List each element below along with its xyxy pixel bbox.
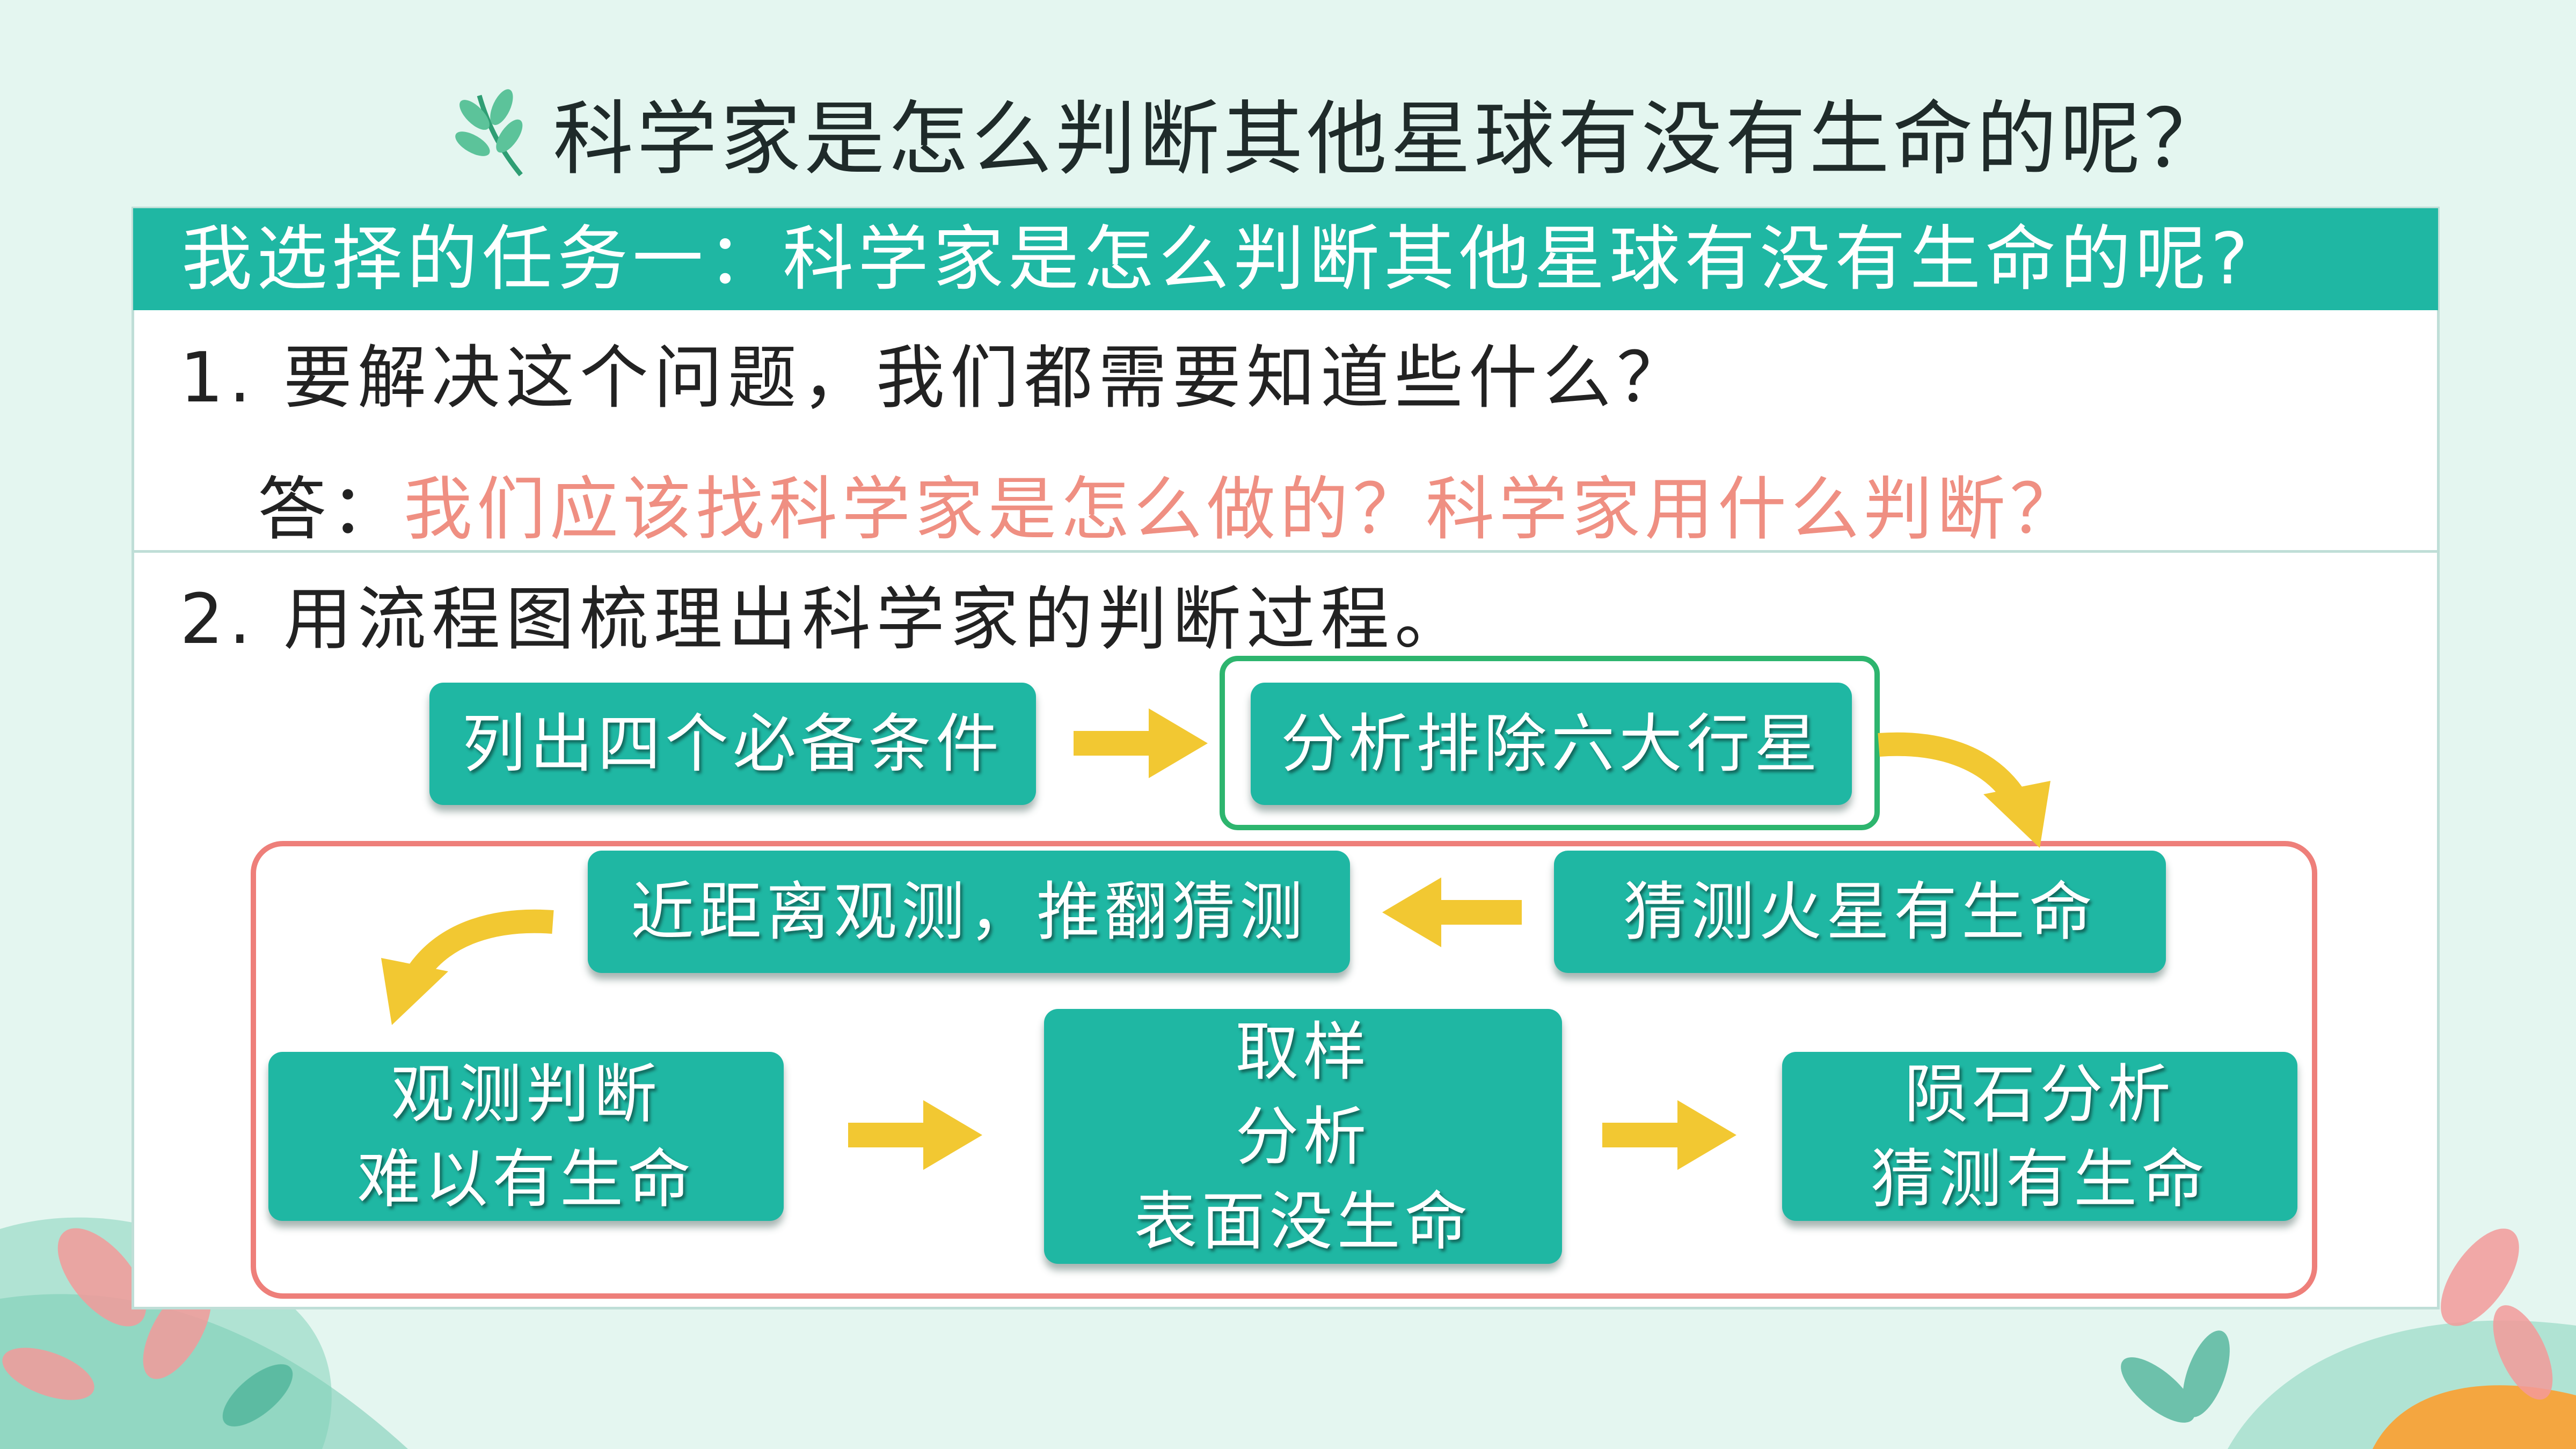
flow-step-4: 近距离观测，推翻猜测 (588, 851, 1350, 973)
arrow-left-icon (1382, 877, 1522, 947)
flow-step-7-line-2: 猜测有生命 (1870, 1141, 2209, 1216)
flow-step-6-line-2: 分析 (1235, 1099, 1371, 1174)
flow-step-2: 分析排除六大行星 (1251, 683, 1852, 805)
flow-step-6: 取样 分析 表面没生命 (1044, 1009, 1562, 1264)
flow-step-3: 猜测火星有生命 (1554, 851, 2166, 973)
flow-step-5-line-2: 难以有生命 (356, 1141, 695, 1216)
answer-label: 答： (258, 470, 404, 550)
question-1: 1. 要解决这个问题，我们都需要知道些什么？ (180, 338, 1691, 418)
highlight-frame-red (251, 841, 2317, 1299)
leaf-icon (455, 89, 523, 177)
answer-text: 我们应该找科学家是怎么做的？科学家用什么判断？ (404, 470, 2083, 550)
flow-step-7: 陨石分析 猜测有生命 (1782, 1052, 2297, 1221)
flow-step-6-line-3: 表面没生命 (1134, 1184, 1472, 1258)
question-2: 2. 用流程图梳理出科学家的判断过程。 (180, 580, 1469, 660)
arrow-curve-down-left-icon (381, 909, 554, 1025)
flow-step-7-line-1: 陨石分析 (1904, 1057, 2175, 1131)
section-divider (133, 550, 2438, 553)
page-title: 科学家是怎么判断其他星球有没有生命的呢？ (553, 93, 2228, 186)
flow-step-2-text: 分析排除六大行星 (1280, 707, 1822, 781)
arrow-right-icon (848, 1100, 982, 1170)
flow-step-4-text: 近距离观测，推翻猜测 (630, 875, 1307, 949)
flow-step-1: 列出四个必备条件 (429, 683, 1036, 805)
answer-line: 答：我们应该找科学家是怎么做的？科学家用什么判断？ (258, 453, 2083, 553)
task-header: 我选择的任务一：科学家是怎么判断其他星球有没有生命的呢? (133, 208, 2438, 310)
flow-step-3-text: 猜测火星有生命 (1623, 875, 2097, 949)
flow-step-5: 观测判断 难以有生命 (268, 1052, 784, 1221)
arrow-right-icon (1074, 708, 1208, 778)
flow-step-1-text: 列出四个必备条件 (462, 707, 1003, 781)
arrow-right-icon (1602, 1100, 1736, 1170)
flow-step-6-line-1: 取样 (1235, 1014, 1371, 1089)
highlight-frame-green (1220, 656, 1880, 830)
arrow-curve-down-right-icon (1878, 732, 2050, 848)
flow-step-5-line-1: 观测判断 (390, 1057, 661, 1131)
